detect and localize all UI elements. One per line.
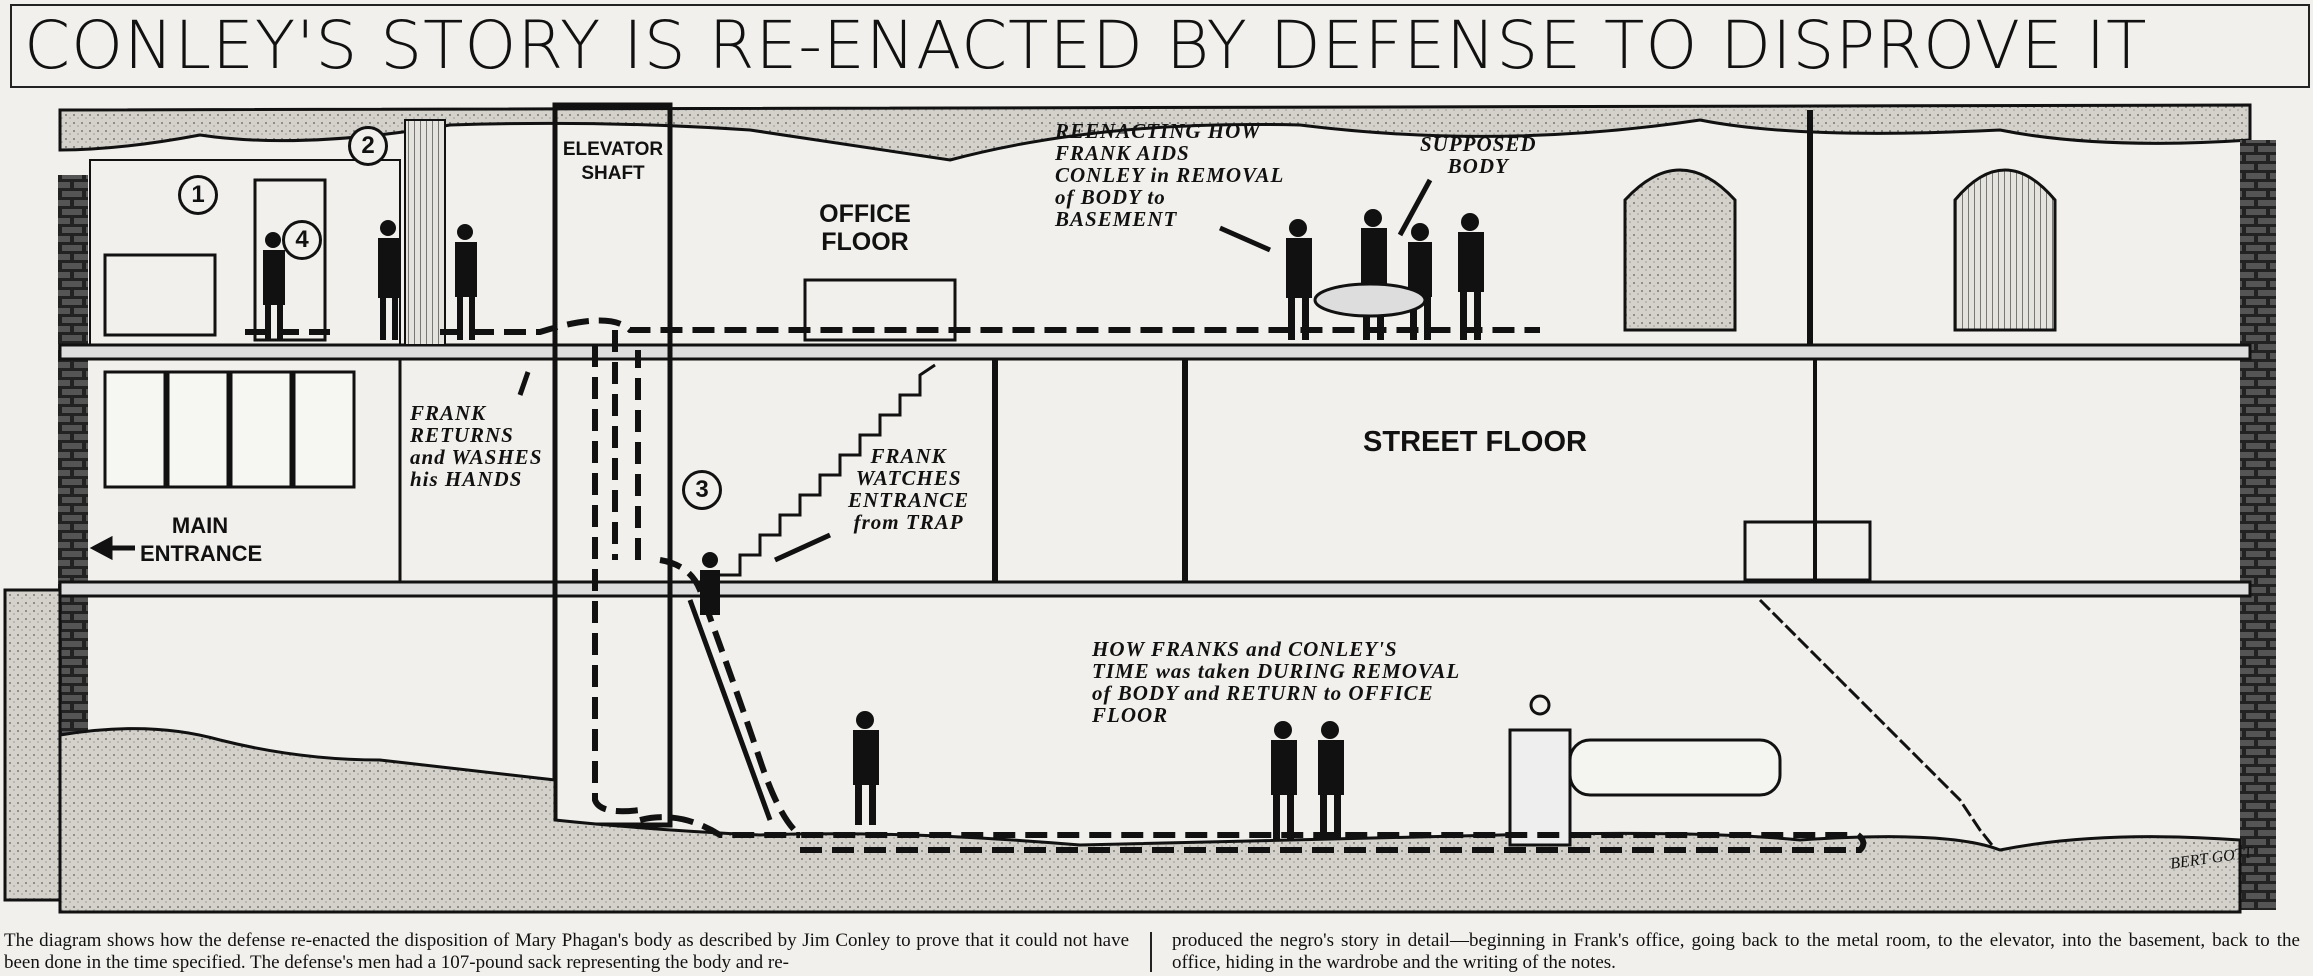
bench <box>803 278 957 342</box>
figure <box>1361 209 1387 340</box>
basement-dirt-floor <box>58 727 2242 914</box>
label-frank-returns: FRANK RETURNS and WASHES his HANDS <box>410 401 543 491</box>
basement-stairs <box>1758 598 2002 856</box>
label-supposed-body: SUPPOSED BODY <box>1420 132 1537 178</box>
figure <box>1458 213 1484 340</box>
wardrobe-door <box>253 178 327 342</box>
marker-3: 3 <box>682 470 722 510</box>
figure <box>1408 223 1432 340</box>
office-floor-slab <box>58 343 2252 361</box>
label-frank-watches: FRANK WATCHES ENTRANCE from TRAP <box>848 444 970 534</box>
boiler <box>1508 728 1572 847</box>
left-stone-wall <box>3 588 62 902</box>
office-desk <box>103 253 217 337</box>
label-office-floor: OFFICE FLOOR <box>819 200 911 256</box>
figure <box>853 711 879 825</box>
office-stairs <box>720 363 936 577</box>
label-time-taken: HOW FRANKS and CONLEY'S TIME was taken D… <box>1092 637 1461 727</box>
trap-ladder <box>687 599 773 821</box>
figures <box>263 209 1484 840</box>
street-floor-slab <box>58 580 2252 598</box>
figure <box>378 220 400 340</box>
figure <box>1271 721 1297 840</box>
label-main-entrance: MAIN ENTRANCE <box>140 513 263 566</box>
figure <box>263 232 285 340</box>
headline: CONLEY'S STORY IS RE-ENACTED BY DEFENSE … <box>10 4 2310 88</box>
marker-2: 2 <box>348 126 388 166</box>
figure <box>1286 219 1312 340</box>
label-reenacting: REENACTING HOW FRANK AIDS CONLEY in REMO… <box>1055 119 1285 231</box>
marker-4: 4 <box>282 220 322 260</box>
caption-right: produced the negro's story in detail—beg… <box>1172 930 2300 973</box>
marker-1: 1 <box>178 175 218 215</box>
building-cutaway-diagram <box>3 102 2276 914</box>
right-brick-wall <box>2240 140 2276 910</box>
pointer-arrows <box>89 178 1433 563</box>
figure <box>700 552 720 615</box>
label-street-floor: STREET FLOOR <box>1363 426 1587 458</box>
metal-room-arch <box>1953 168 2057 332</box>
figure <box>455 224 477 340</box>
label-elevator-shaft: ELEVATOR SHAFT <box>562 139 664 184</box>
route-dashed-path <box>245 317 1867 853</box>
front-windows <box>103 370 356 489</box>
caption-left: The diagram shows how the defense re-ena… <box>4 930 1129 973</box>
ceiling-rubble <box>58 103 2252 162</box>
vault-arch <box>1623 168 1737 332</box>
figure <box>1318 721 1344 840</box>
sack-body <box>1313 282 1427 318</box>
column-divider <box>1150 932 1152 972</box>
street-crate <box>1743 520 1872 582</box>
left-brick-wall <box>58 175 88 735</box>
